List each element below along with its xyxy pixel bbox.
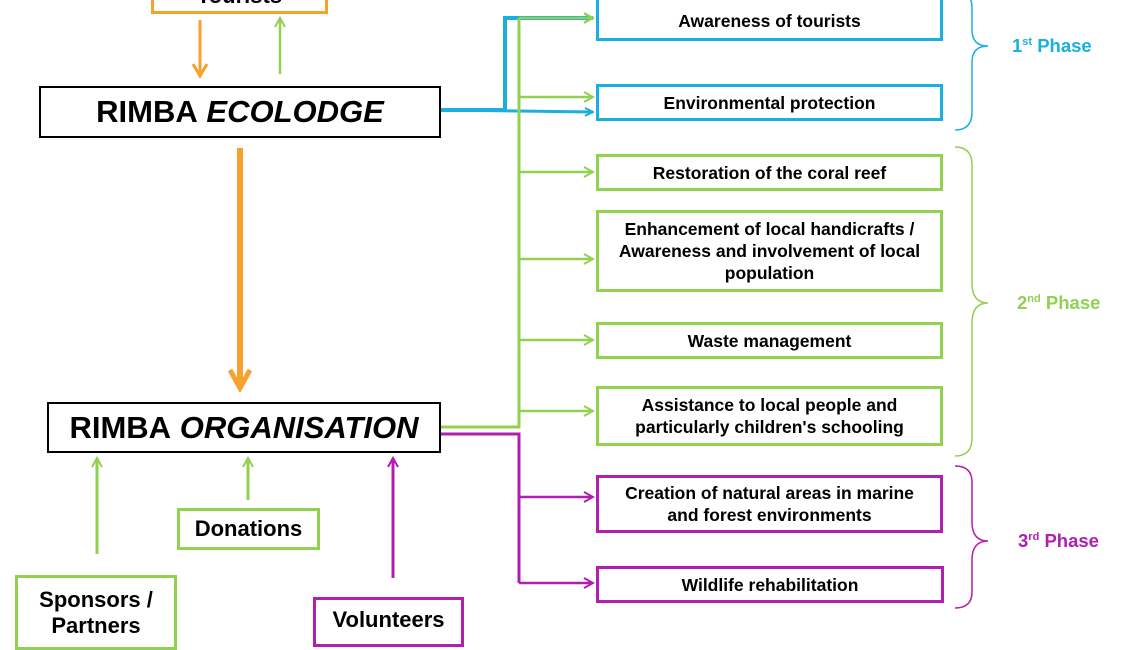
- organisation-box: RIMBA ORGANISATION: [47, 402, 441, 453]
- blue-wire-protection: [440, 110, 593, 112]
- connector-lines: [0, 0, 989, 609]
- item-local-handicrafts: Enhancement of local handicrafts / Aware…: [596, 210, 943, 292]
- tourists-label: Tourists: [197, 0, 282, 9]
- green-trunk: [440, 18, 521, 429]
- item-waste-management: Waste management: [596, 322, 943, 359]
- item-awareness-of-tourists: Awareness of tourists: [596, 0, 943, 41]
- item-wildlife-rehabilitation: Wildlife rehabilitation: [596, 566, 944, 603]
- ecolodge-name: ECOLODGE: [206, 94, 384, 129]
- brace-phase-1: [954, 0, 989, 131]
- phase-2-label: 2nd Phase: [1017, 292, 1101, 313]
- phase-3-label: 3rd Phase: [1018, 530, 1099, 551]
- item-local-assistance: Assistance to local people and particula…: [596, 386, 943, 446]
- item-coral-reef: Restoration of the coral reef: [596, 154, 943, 191]
- volunteers-box: Volunteers: [313, 597, 464, 647]
- phase-1-label: 1st Phase: [1012, 35, 1092, 56]
- organisation-name: ORGANISATION: [179, 409, 419, 445]
- donations-box: Donations: [177, 508, 320, 550]
- brace-phase-2: [954, 146, 989, 457]
- ecolodge-prefix: RIMBA: [96, 94, 198, 129]
- purple-trunk: [440, 432, 521, 583]
- brace-phase-3: [954, 465, 989, 609]
- organisation-prefix: RIMBA: [69, 409, 172, 445]
- sponsors-box: Sponsors / Partners: [15, 575, 177, 650]
- ecolodge-box: RIMBA ECOLODGE: [39, 86, 441, 138]
- item-environmental-protection: Environmental protection: [596, 84, 943, 121]
- tourists-box: Tourists: [151, 0, 328, 14]
- item-natural-areas: Creation of natural areas in marine and …: [596, 475, 943, 533]
